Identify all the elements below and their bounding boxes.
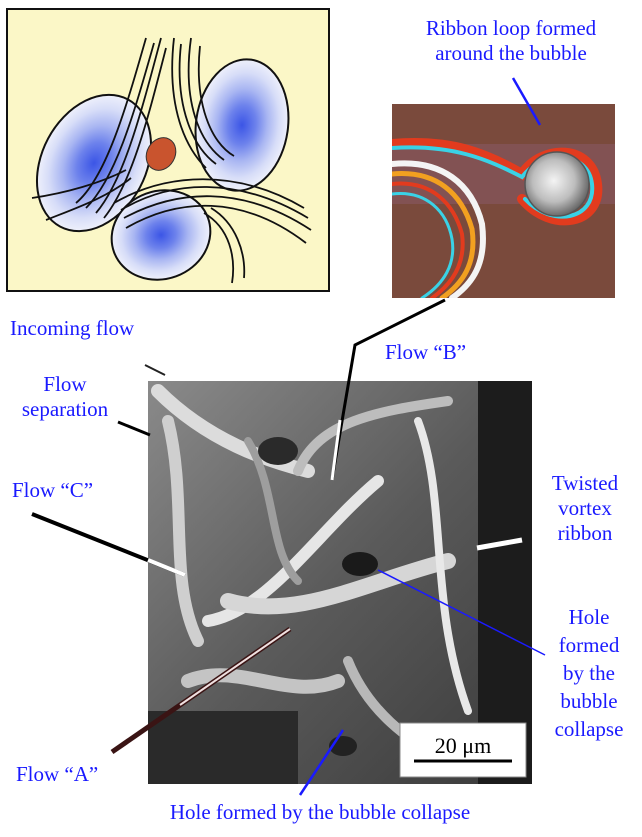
flow-c-label: Flow “C” [12,478,93,503]
ribbon-loop-label-line2: around the bubble [388,41,634,66]
hole-right-line3: by the [538,659,640,687]
hole-right-label: Hole formed by the bubble collapse [538,603,640,743]
flow-separation-label: Flow separation [20,372,110,422]
flow-separation-line2: separation [20,397,110,422]
twisted-line2: vortex [535,496,635,521]
twisted-line3: ribbon [535,521,635,546]
ribbon-loop-label: Ribbon loop formed around the bubble [388,16,634,66]
flow-b-label: Flow “B” [385,340,466,365]
hole-right-line5: collapse [538,715,640,743]
hole-bottom-label: Hole formed by the bubble collapse [100,800,540,825]
hole-right-line2: formed [538,631,640,659]
twisted-line1: Twisted [535,471,635,496]
ribbon-loop-label-line1: Ribbon loop formed [388,16,634,41]
twisted-vortex-ribbon-label: Twisted vortex ribbon [535,471,635,546]
hole-right-line1: Hole [538,603,640,631]
flow-a-label: Flow “A” [16,762,98,787]
flow-separation-line1: Flow [20,372,110,397]
incoming-flow-label: Incoming flow [10,316,134,341]
hole-right-line4: bubble [538,687,640,715]
